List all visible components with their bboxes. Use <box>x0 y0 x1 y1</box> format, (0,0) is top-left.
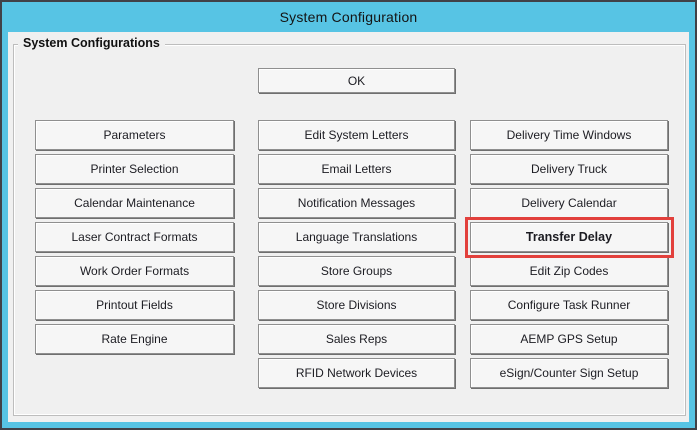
edit-system-letters-button[interactable]: Edit System Letters <box>258 120 455 150</box>
window-titlebar: System Configuration <box>2 2 695 32</box>
dialog-client-area: System Configurations OK Parameters Prin… <box>8 32 689 422</box>
delivery-truck-button[interactable]: Delivery Truck <box>470 154 668 184</box>
esign-counter-sign-setup-button[interactable]: eSign/Counter Sign Setup <box>470 358 668 388</box>
rate-engine-button[interactable]: Rate Engine <box>35 324 234 354</box>
delivery-time-windows-button[interactable]: Delivery Time Windows <box>470 120 668 150</box>
configure-task-runner-button[interactable]: Configure Task Runner <box>470 290 668 320</box>
transfer-delay-button[interactable]: Transfer Delay <box>470 222 668 252</box>
printout-fields-button[interactable]: Printout Fields <box>35 290 234 320</box>
aemp-gps-setup-button[interactable]: AEMP GPS Setup <box>470 324 668 354</box>
email-letters-button[interactable]: Email Letters <box>258 154 455 184</box>
ok-button[interactable]: OK <box>258 68 455 93</box>
rfid-network-devices-button[interactable]: RFID Network Devices <box>258 358 455 388</box>
groupbox-label: System Configurations <box>18 36 165 51</box>
language-translations-button[interactable]: Language Translations <box>258 222 455 252</box>
edit-zip-codes-button[interactable]: Edit Zip Codes <box>470 256 668 286</box>
laser-contract-formats-button[interactable]: Laser Contract Formats <box>35 222 234 252</box>
system-configurations-groupbox <box>13 44 686 416</box>
delivery-calendar-button[interactable]: Delivery Calendar <box>470 188 668 218</box>
sales-reps-button[interactable]: Sales Reps <box>258 324 455 354</box>
work-order-formats-button[interactable]: Work Order Formats <box>35 256 234 286</box>
parameters-button[interactable]: Parameters <box>35 120 234 150</box>
window-title: System Configuration <box>279 9 418 25</box>
store-groups-button[interactable]: Store Groups <box>258 256 455 286</box>
notification-messages-button[interactable]: Notification Messages <box>258 188 455 218</box>
store-divisions-button[interactable]: Store Divisions <box>258 290 455 320</box>
calendar-maintenance-button[interactable]: Calendar Maintenance <box>35 188 234 218</box>
printer-selection-button[interactable]: Printer Selection <box>35 154 234 184</box>
